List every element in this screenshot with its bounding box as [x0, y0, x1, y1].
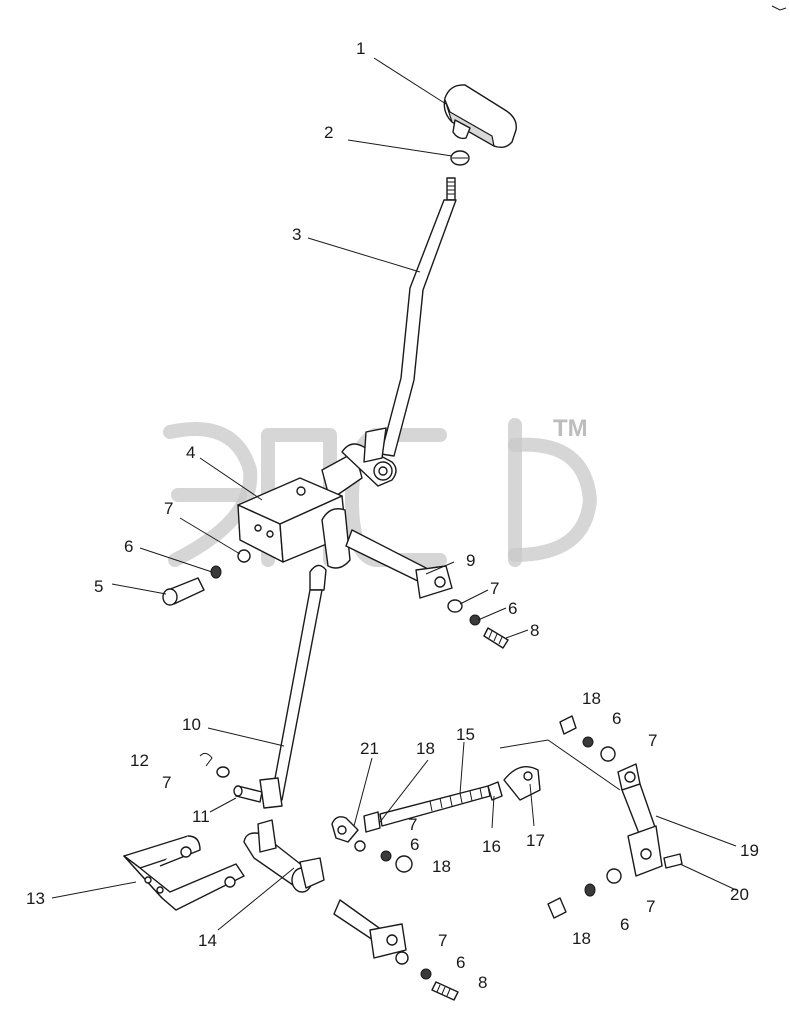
part-cross-shaft — [243, 819, 407, 959]
part-threaded-rod-assembly — [331, 739, 621, 843]
callout-10: 10 — [182, 715, 201, 734]
corner-mark — [771, 5, 787, 11]
part-nut-2 — [450, 150, 470, 166]
leader-lines — [51, 57, 737, 931]
callout-7: 7 — [490, 579, 499, 598]
callout-2: 2 — [324, 123, 333, 142]
part-pin-11-group — [199, 752, 263, 803]
part-hardware-left — [162, 549, 251, 606]
callout-1: 1 — [356, 39, 365, 58]
callout-19: 19 — [740, 841, 759, 860]
callout-18: 18 — [582, 689, 601, 708]
part-pin-9 — [345, 529, 453, 599]
callout-6: 6 — [612, 709, 621, 728]
callout-5: 5 — [94, 577, 103, 596]
callout-16: 16 — [482, 837, 501, 856]
part-knob — [443, 84, 517, 149]
callout-14: 14 — [198, 931, 217, 950]
callout-6: 6 — [410, 835, 419, 854]
callout-labels: 1 2 3 4 5 6 7 9 7 6 8 10 12 7 11 13 14 2… — [26, 39, 759, 992]
part-bracket — [237, 477, 351, 569]
part-lever-pivot — [321, 427, 397, 501]
part-hardware-lower — [395, 951, 459, 1001]
callout-6: 6 — [620, 915, 629, 934]
callout-6: 6 — [124, 537, 133, 556]
callout-9: 9 — [466, 551, 475, 570]
callout-11: 11 — [192, 807, 210, 826]
callout-21: 21 — [360, 739, 379, 758]
callout-17: 17 — [526, 831, 545, 850]
callout-7: 7 — [408, 815, 417, 834]
callout-6: 6 — [456, 953, 465, 972]
callout-13: 13 — [26, 889, 45, 908]
callout-8: 8 — [478, 973, 487, 992]
callout-7: 7 — [162, 773, 171, 792]
part-link-rod — [259, 564, 327, 809]
part-hardware-upper-right — [447, 599, 509, 649]
callout-7: 7 — [648, 731, 657, 750]
callout-18: 18 — [572, 929, 591, 948]
callout-20: 20 — [730, 885, 749, 904]
callout-7: 7 — [164, 499, 173, 518]
callout-8: 8 — [530, 621, 539, 640]
callout-18: 18 — [432, 857, 451, 876]
callout-4: 4 — [186, 443, 195, 462]
callout-7: 7 — [646, 897, 655, 916]
callout-18: 18 — [416, 739, 435, 758]
callout-6: 6 — [508, 599, 517, 618]
part-hardware-middle — [354, 840, 413, 873]
part-u-bracket — [123, 835, 245, 911]
part-lever-rod — [380, 177, 457, 457]
trademark-symbol: TM — [553, 415, 588, 442]
callout-15: 15 — [456, 725, 475, 744]
callout-12: 12 — [130, 751, 149, 770]
part-bellcrank — [617, 763, 683, 877]
callout-3: 3 — [292, 225, 301, 244]
part-hardware-right — [547, 715, 622, 919]
callout-7: 7 — [438, 931, 447, 950]
